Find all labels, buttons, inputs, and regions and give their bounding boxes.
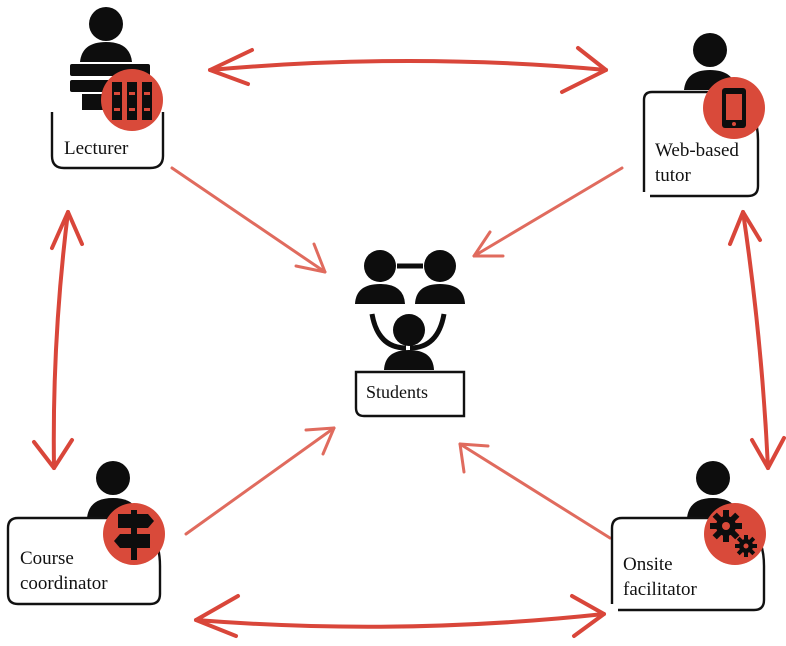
lecturer-label: Lecturer — [64, 138, 129, 159]
node-onsite-facilitator: Onsite facilitator — [610, 461, 766, 612]
arrow-facilitator-to-students — [458, 442, 612, 540]
mobile-phone-icon — [703, 77, 765, 139]
bookshelf-icon — [101, 69, 163, 131]
coordinator-label-line1: Course — [20, 548, 74, 569]
node-course-coordinator: Course coordinator — [6, 461, 165, 606]
node-lecturer: Lecturer — [50, 7, 165, 170]
arrow-lecturer-web-tutor — [208, 46, 608, 94]
gears-icon — [704, 503, 766, 565]
facilitator-label-line2: facilitator — [623, 579, 698, 600]
arrow-coordinator-to-students — [184, 426, 336, 536]
web-tutor-label-line1: Web-based — [655, 140, 739, 161]
signpost-icon — [103, 503, 165, 565]
arrow-lecturer-to-students — [170, 166, 327, 274]
students-label-box — [354, 370, 466, 418]
arrow-lecturer-coordinator — [32, 210, 84, 470]
arrow-web-tutor-to-students — [472, 166, 624, 258]
facilitator-label-line1: Onsite — [623, 554, 673, 575]
web-tutor-label-line2: tutor — [655, 165, 692, 186]
node-web-tutor: Web-based tutor — [642, 33, 765, 198]
node-students: Students — [354, 250, 466, 418]
coordinator-label-line2: coordinator — [20, 573, 108, 594]
arrow-web-tutor-facilitator — [728, 210, 786, 470]
students-label: Students — [366, 382, 428, 402]
arrow-coordinator-facilitator — [194, 594, 606, 638]
students-group-icon — [355, 250, 465, 370]
